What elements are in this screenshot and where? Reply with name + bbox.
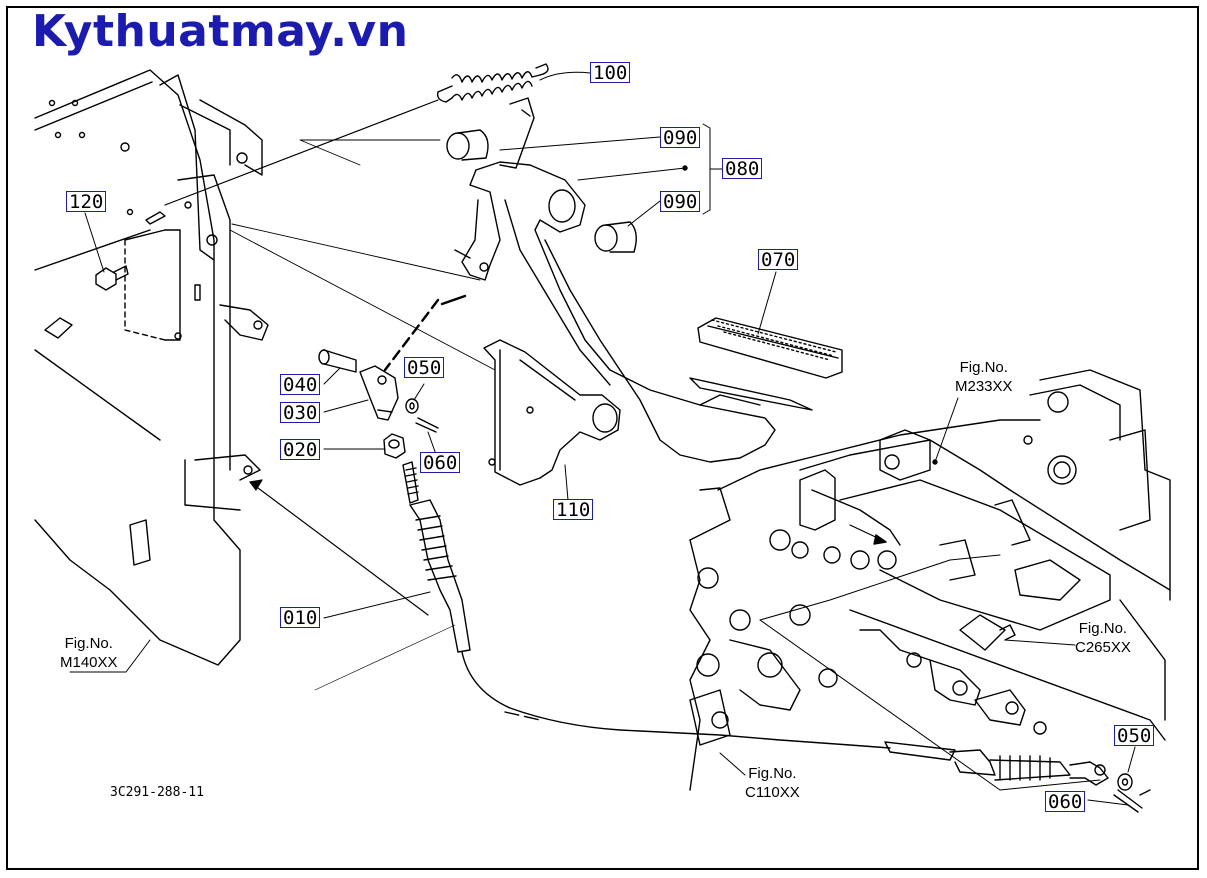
spring-100 [436, 63, 549, 103]
bolt-120 [95, 265, 129, 291]
fig-ref-code: C110XX [745, 784, 800, 801]
callout-part-030[interactable]: 030 [280, 402, 321, 424]
clevis-030 [359, 365, 399, 421]
callout-part-020[interactable]: 020 [280, 439, 321, 461]
callout-part-090-lower[interactable]: 090 [660, 191, 701, 213]
pedal-arm-080 [454, 97, 776, 463]
fig-ref-label: Fig.No. [64, 635, 113, 652]
cotter-pin-060 [415, 417, 439, 433]
fig-ref-label: Fig.No. [1078, 620, 1128, 637]
fig-ref-code: C265XX [1075, 639, 1131, 656]
nut-020 [383, 433, 406, 459]
pedal-pad-070 [689, 317, 843, 411]
bushing-090-lower [594, 221, 637, 253]
fig-ref-c265[interactable]: Fig.No. C265XX [1075, 619, 1131, 657]
fig-ref-m233[interactable]: Fig.No. M233XX [955, 358, 1013, 396]
callout-part-090-upper[interactable]: 090 [660, 127, 701, 149]
callout-part-010[interactable]: 010 [280, 607, 321, 629]
bracket-110 [483, 339, 621, 486]
site-watermark: Kythuatmay.vn [32, 6, 409, 57]
bushing-090-upper [446, 129, 489, 161]
fig-ref-c110[interactable]: Fig.No. C110XX [745, 764, 800, 802]
cable-end-fitting [884, 741, 1151, 813]
callout-part-110[interactable]: 110 [553, 499, 594, 521]
callout-part-050-upper[interactable]: 050 [404, 357, 445, 379]
callout-part-120[interactable]: 120 [66, 191, 107, 213]
fig-ref-m140[interactable]: Fig.No. M140XX [60, 634, 118, 672]
callout-part-050-lower[interactable]: 050 [1114, 725, 1155, 747]
transmission-housing [689, 369, 1171, 791]
callout-part-070[interactable]: 070 [758, 249, 799, 271]
clevis-pin-040 [318, 349, 357, 373]
callout-part-040[interactable]: 040 [280, 374, 321, 396]
washer-050 [405, 398, 419, 414]
left-frame-panel [34, 69, 269, 666]
fig-ref-label: Fig.No. [959, 359, 1008, 376]
cable-010 [402, 461, 891, 749]
callout-part-100[interactable]: 100 [590, 62, 631, 84]
fig-ref-label: Fig.No. [748, 765, 797, 782]
right-linkage-arrows [849, 524, 887, 545]
callout-part-060-upper[interactable]: 060 [420, 452, 461, 474]
fig-ref-code: M140XX [60, 654, 118, 671]
callout-part-080[interactable]: 080 [722, 158, 763, 180]
fig-ref-code: M233XX [955, 378, 1013, 395]
assembly-guide-lines [164, 99, 496, 691]
leader-lines [69, 71, 1136, 806]
callout-part-060-lower[interactable]: 060 [1045, 791, 1086, 813]
drawing-code: 3C291-288-11 [110, 785, 204, 800]
